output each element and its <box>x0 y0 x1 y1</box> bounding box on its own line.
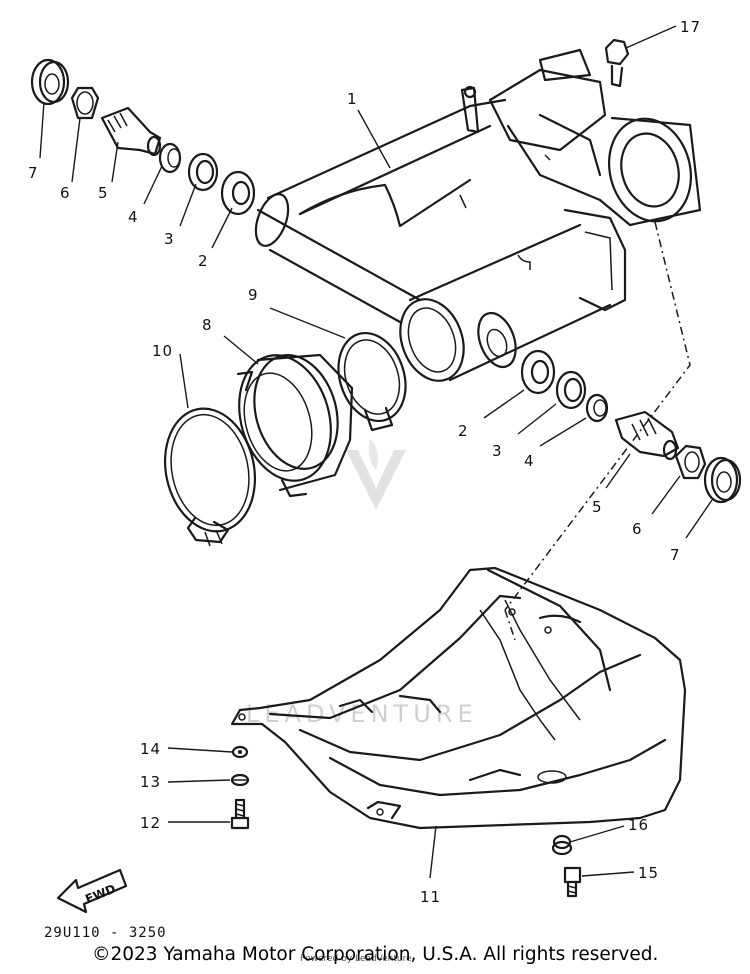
callout-15: 15 <box>638 864 659 882</box>
watermark-logo-icon <box>336 430 416 524</box>
callout-3-right: 3 <box>492 442 503 460</box>
callout-14: 14 <box>140 740 161 758</box>
callout-5-right: 5 <box>592 498 603 516</box>
callout-1: 1 <box>347 90 358 108</box>
callout-3-left: 3 <box>164 230 175 248</box>
callout-10: 10 <box>152 342 173 360</box>
provider-credit: Powered by LeadVenture <box>300 954 412 964</box>
boot-and-clamps <box>163 331 407 547</box>
callout-8: 8 <box>202 316 213 334</box>
callout-11: 11 <box>420 888 441 906</box>
callout-2-right: 2 <box>458 422 469 440</box>
callout-13: 13 <box>140 773 161 791</box>
callout-17: 17 <box>680 18 701 36</box>
callout-labels: 17 1 7 6 5 4 3 2 9 8 10 2 3 4 5 6 7 14 1… <box>28 18 701 906</box>
callout-12: 12 <box>140 814 161 832</box>
callout-2-left: 2 <box>198 252 209 270</box>
left-bushing-set <box>30 58 256 216</box>
callout-6-left: 6 <box>60 184 71 202</box>
callout-4-left: 4 <box>128 208 139 226</box>
skid-plate-part <box>230 566 687 830</box>
callout-5-left: 5 <box>98 184 109 202</box>
fwd-label: FWD <box>83 882 117 907</box>
callout-9: 9 <box>248 286 259 304</box>
forward-arrow-icon: FWD <box>56 868 128 914</box>
callout-4-right: 4 <box>524 452 535 470</box>
fastener-hardware <box>230 38 630 898</box>
callout-6-right: 6 <box>632 520 643 538</box>
drawing-code: 29U110 - 3250 <box>44 925 167 941</box>
swingarm-part <box>254 48 702 382</box>
right-bushing-set <box>520 349 742 504</box>
leader-lines <box>39 25 713 879</box>
callout-7-left: 7 <box>28 164 39 182</box>
callout-7-right: 7 <box>670 546 681 564</box>
copyright-notice: ©2023 Yamaha Motor Corporation, U.S.A. A… <box>92 944 659 965</box>
callout-16: 16 <box>628 816 649 834</box>
